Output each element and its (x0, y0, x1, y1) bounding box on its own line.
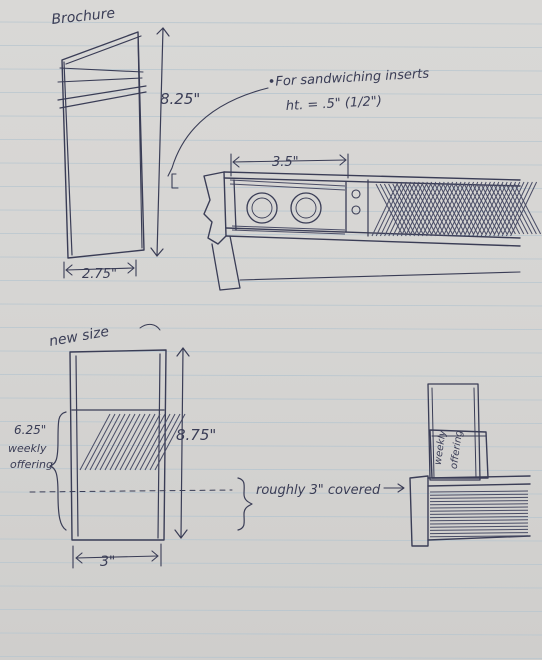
note-leader-line (167, 87, 269, 177)
new-size-flourish (139, 323, 161, 331)
note-line-2: ht. = .5" (1/2") (285, 94, 382, 114)
brochure-height-arrow (150, 27, 170, 257)
brochure-height-label: 8.25" (160, 90, 200, 108)
new-size-drawing (69, 349, 186, 541)
rack-width-label: 3.5" (272, 155, 299, 170)
brochure-width-arrow (63, 259, 137, 279)
new-width-arrow (72, 543, 162, 569)
covered-brace (237, 477, 253, 531)
rack-width-arrow (230, 153, 349, 179)
brochure-title: Brochure (51, 5, 116, 28)
new-width-label: 3" (100, 554, 115, 570)
visible-area-hatch (79, 413, 186, 471)
visible-caption-2: offering (10, 458, 53, 471)
rack-block-hatch (429, 490, 529, 538)
covered-note: roughly 3" covered (256, 483, 381, 498)
covered-arrow (383, 483, 405, 493)
insert-text-2: offering (449, 430, 465, 470)
brochure-width-label: 2.75" (82, 267, 117, 282)
rack-side-view (203, 171, 542, 291)
visible-area-brace (49, 411, 67, 531)
brochure-drawing (57, 31, 147, 259)
new-height-arrow (174, 347, 190, 539)
cover-dashed-line (29, 489, 233, 493)
rack-hatch-panel (371, 181, 542, 237)
visible-caption-1: weekly (8, 442, 47, 455)
visible-height-label: 6.25" (14, 423, 46, 437)
note-bracket (171, 173, 179, 189)
insert-in-rack-drawing (409, 383, 531, 547)
new-height-label: 8.75" (176, 426, 216, 444)
insert-text-1: weekly (433, 429, 449, 466)
